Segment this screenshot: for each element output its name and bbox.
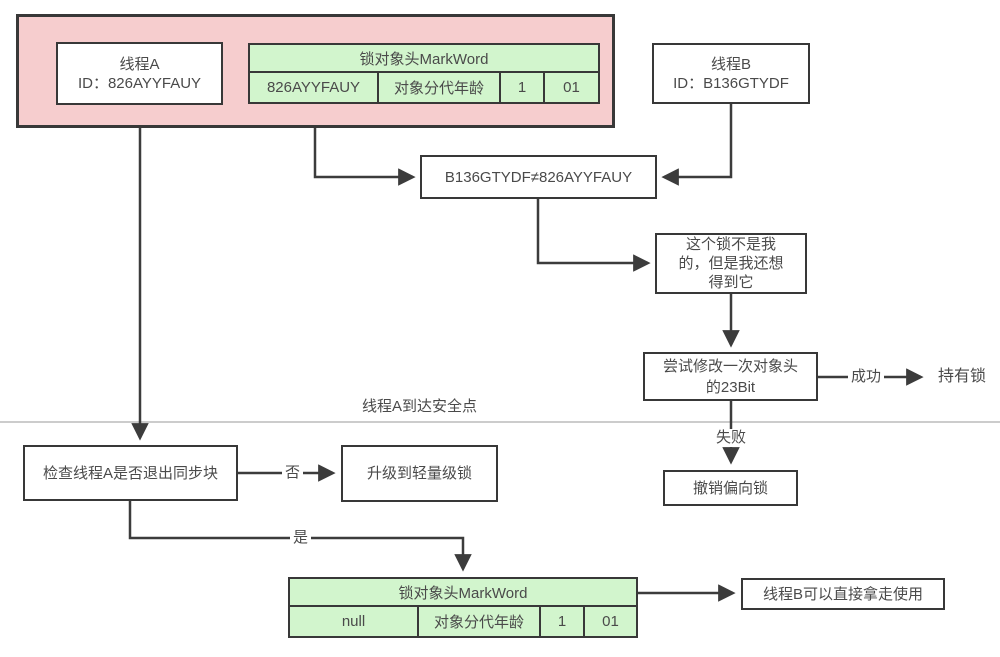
markword-biased-row: 826AYYFAUY 对象分代年龄 1 01 bbox=[250, 73, 598, 102]
markword-cell-biased-flag: 1 bbox=[539, 607, 583, 636]
safe-point-label: 线程A到达安全点 bbox=[362, 398, 478, 415]
hold-lock-text: 持有锁 bbox=[938, 368, 987, 385]
connector-compare-to-want-lock bbox=[536, 199, 651, 272]
markword-cell-age: 对象分代年龄 bbox=[377, 73, 499, 102]
markword-cell-lock-flag: 01 bbox=[583, 607, 636, 636]
markword-biased-title: 锁对象头MarkWord bbox=[250, 45, 598, 73]
connector-thread-b-to-compare bbox=[661, 104, 733, 186]
markword-released-title: 锁对象头MarkWord bbox=[290, 579, 636, 607]
upgrade-lightweight-lock-box: 升级到轻量级锁 bbox=[341, 445, 498, 502]
markword-cell-thread-id: 826AYYFAUY bbox=[266, 79, 361, 96]
id-compare-box: B136GTYDF≠826AYYFAUY bbox=[420, 155, 657, 199]
revoke-biased-lock-box: 撤销偏向锁 bbox=[663, 470, 798, 506]
thread-b-takeaway-box: 线程B可以直接拿走使用 bbox=[741, 578, 945, 610]
try-modify-header-box: 尝试修改一次对象头 的23Bit bbox=[643, 352, 818, 401]
markword-released-row: null 对象分代年龄 1 01 bbox=[290, 607, 636, 636]
edge-label-yes: 是 bbox=[290, 529, 312, 547]
markword-cell-null: null bbox=[341, 613, 366, 630]
edge-label-success: 成功 bbox=[848, 368, 885, 386]
thread-a-box: 线程A ID：826AYYFAUY bbox=[56, 42, 223, 105]
thread-a-name: 线程A bbox=[119, 55, 160, 73]
thread-a-id: ID：826AYYFAUY bbox=[77, 74, 202, 92]
markword-released-table: 锁对象头MarkWord null 对象分代年龄 1 01 bbox=[288, 577, 638, 638]
markword-cell-biased-flag: 1 bbox=[499, 73, 543, 102]
thread-b-box: 线程B ID：B136GTYDF bbox=[652, 43, 810, 104]
edge-label-fail: 失败 bbox=[713, 429, 750, 447]
thread-b-id: ID：B136GTYDF bbox=[673, 74, 789, 92]
markword-cell-lock-flag: 01 bbox=[543, 73, 598, 102]
thread-b-name: 线程B bbox=[710, 55, 751, 73]
markword-cell-age: 对象分代年龄 bbox=[417, 607, 539, 636]
edge-label-no: 否 bbox=[282, 464, 304, 482]
check-thread-a-exit-box: 检查线程A是否退出同步块 bbox=[23, 445, 238, 501]
want-lock-box: 这个锁不是我 的，但是我还想 得到它 bbox=[655, 233, 807, 294]
markword-biased-table: 锁对象头MarkWord 826AYYFAUY 对象分代年龄 1 01 bbox=[248, 43, 600, 104]
